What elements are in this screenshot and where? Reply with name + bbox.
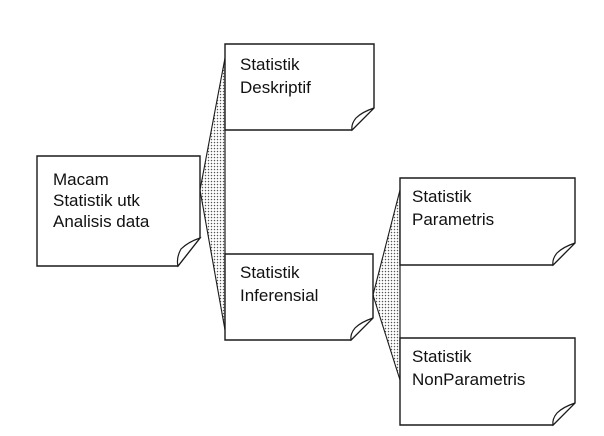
node-descriptive-line2: Deskriptif (240, 78, 311, 97)
node-nonparametric: Statistik NonParametris (399, 337, 576, 427)
node-inferential-line1: Statistik (240, 263, 300, 282)
node-parametric: Statistik Parametris (399, 177, 576, 267)
node-parametric-line1: Statistik (412, 187, 472, 206)
connector-inferential-to-children (372, 189, 401, 381)
node-inferential: Statistik Inferensial (224, 253, 374, 342)
node-root-line1: Macam (53, 170, 109, 189)
node-root: Macam Statistik utk Analisis data (36, 155, 202, 268)
node-root-line3: Analisis data (53, 212, 150, 231)
node-inferential-line2: Inferensial (240, 286, 318, 305)
node-root-line2: Statistik utk (53, 191, 140, 210)
node-descriptive-line1: Statistik (240, 55, 300, 74)
node-parametric-line2: Parametris (412, 210, 494, 229)
node-nonparametric-line1: Statistik (412, 347, 472, 366)
connector-root-to-children (199, 57, 226, 331)
node-descriptive: Statistik Deskriptif (224, 43, 375, 132)
node-nonparametric-line2: NonParametris (412, 370, 525, 389)
